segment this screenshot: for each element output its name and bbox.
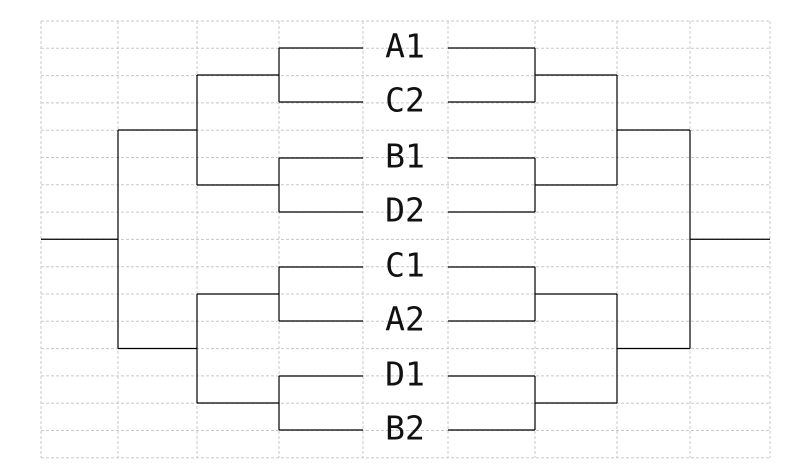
background-grid xyxy=(40,20,771,459)
team-label-6: A2 xyxy=(385,300,425,339)
team-label-7: D1 xyxy=(385,355,425,394)
bracket-lines xyxy=(41,47,770,431)
team-label-8: B2 xyxy=(385,409,425,448)
team-label-3: B1 xyxy=(385,137,425,176)
team-label-4: D2 xyxy=(385,191,425,230)
team-label-1: A1 xyxy=(385,27,425,66)
team-label-5: C1 xyxy=(385,246,425,285)
team-labels: A1 C2 B1 D2 C1 A2 D1 B2 xyxy=(385,27,425,448)
team-label-2: C2 xyxy=(385,81,425,120)
